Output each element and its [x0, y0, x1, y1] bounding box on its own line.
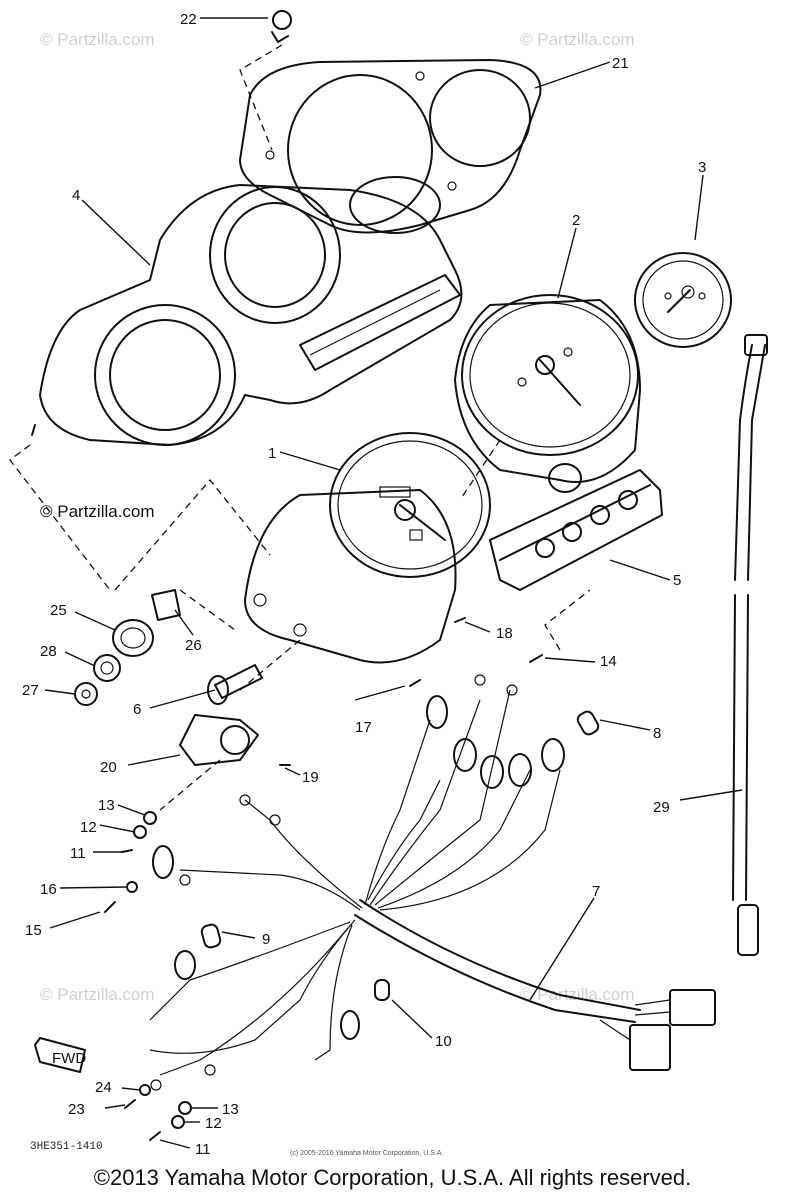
callout-15: 15: [25, 922, 42, 939]
part-1-speedometer: [244, 432, 491, 664]
callout-14: 14: [600, 653, 617, 670]
callout-22: 22: [180, 11, 197, 28]
callout-1: 1: [268, 445, 276, 462]
callout-2: 2: [572, 212, 580, 229]
callout-5: 5: [673, 572, 681, 589]
leader-lines: [44, 17, 743, 1149]
part-29-cable: [732, 334, 768, 956]
watermark: © Partzilla.com: [520, 30, 635, 49]
parts-25-28-fasteners: [74, 589, 181, 706]
callout-23: 23: [68, 1101, 85, 1118]
callout-8: 8: [653, 725, 661, 742]
callout-13b: 13: [222, 1101, 239, 1118]
callout-12a: 12: [80, 819, 97, 836]
small-fasteners: [104, 617, 543, 1141]
part-3-small-gauge: [634, 252, 732, 348]
callout-21: 21: [612, 55, 629, 72]
part-4-meter-housing: [31, 176, 463, 446]
watermark: © Partzilla.com: [520, 985, 635, 1004]
callout-10: 10: [435, 1033, 452, 1050]
bulbs: [200, 710, 600, 1001]
watermark: © Partzilla.com: [40, 985, 155, 1004]
parts-diagram: © Partzilla.com © Partzilla.com © Partzi…: [9, 10, 768, 1158]
assembly-guides: [9, 44, 591, 811]
small-copyright: (c) 2005-2016 Yamaha Motor Corporation, …: [290, 1150, 444, 1157]
watermark: © Partzilla.com: [40, 30, 155, 49]
callout-3: 3: [698, 159, 706, 176]
part-7-wire-harness: [149, 674, 716, 1091]
callout-11b: 11: [195, 1141, 211, 1158]
callout-17: 17: [355, 719, 372, 736]
callout-13a: 13: [98, 797, 115, 814]
fwd-label: FWD: [52, 1050, 86, 1067]
callout-29: 29: [653, 799, 670, 816]
callout-numbers: 22 21 3 4 2 1 5 25 26 28 27 6 18 14 17 8…: [22, 11, 706, 1158]
part-20-bracket: [179, 714, 259, 766]
part-22-cap: [271, 10, 292, 43]
callout-4: 4: [72, 187, 80, 204]
copyright-notice: ©2013 Yamaha Motor Corporation, U.S.A. A…: [93, 1165, 692, 1190]
callout-27: 27: [22, 682, 39, 699]
callout-26: 26: [185, 637, 202, 654]
callout-20: 20: [100, 759, 117, 776]
callout-12b: 12: [205, 1115, 222, 1132]
part-6-gear: [207, 664, 263, 705]
part-code: 3HE351-1410: [30, 1141, 103, 1153]
callout-7: 7: [592, 883, 600, 900]
fwd-indicator: FWD: [34, 1037, 86, 1073]
part-5-indicator-panel: [489, 463, 663, 591]
callout-25: 25: [50, 602, 67, 619]
part-21-meter-cover: [239, 59, 542, 234]
watermark-left: © Partzilla.com: [40, 502, 155, 521]
callout-11a: 11: [70, 845, 86, 862]
callout-9: 9: [262, 931, 270, 948]
watermarks: © Partzilla.com © Partzilla.com © Partzi…: [40, 30, 635, 1004]
callout-16: 16: [40, 881, 57, 898]
part-2-tachometer: [454, 294, 641, 483]
callout-18: 18: [496, 625, 513, 642]
callout-28: 28: [40, 643, 57, 660]
callout-19: 19: [302, 769, 319, 786]
callout-24: 24: [95, 1079, 112, 1096]
callout-6: 6: [133, 701, 141, 718]
